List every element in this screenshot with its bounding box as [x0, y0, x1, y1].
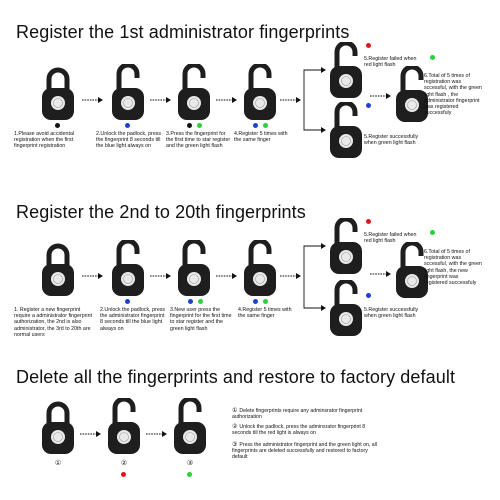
step-caption: 4.Register 5 times with the same finger	[234, 131, 288, 144]
step-marker: ①	[54, 460, 62, 467]
green-led-dot	[197, 123, 202, 128]
padlock-open-icon	[328, 218, 364, 276]
red-led-dot	[366, 43, 371, 48]
black-led-dot	[187, 123, 192, 128]
green-led-dot	[263, 123, 268, 128]
blue-led-dot	[188, 299, 193, 304]
step-caption: 1. Register a new fingerprint require a …	[14, 307, 93, 338]
red-led-dot	[121, 472, 126, 477]
padlock-closed-icon	[40, 240, 76, 298]
padlock-open-icon	[172, 398, 208, 456]
blue-led-dot	[253, 123, 258, 128]
right-arrow-icon	[150, 96, 172, 104]
right-arrow-icon	[370, 270, 392, 278]
right-arrow-icon	[82, 96, 104, 104]
black-led-dot	[55, 123, 60, 128]
right-arrow-icon	[280, 272, 302, 280]
right-arrow-icon	[80, 430, 102, 438]
step-caption: 2.Unlock the padlock, press the fingerpr…	[96, 131, 162, 150]
note-number: ①	[232, 408, 238, 414]
section-3-title: Delete all the fingerprints and restore …	[16, 367, 456, 387]
success-caption: 5.Register successfully when green light…	[364, 134, 419, 147]
step-caption: 2.Unlock the padlock, press the administ…	[100, 307, 166, 332]
step-caption: 4.Register 5 times with the same finger	[238, 307, 292, 320]
section-2-title: Register the 2nd to 20th fingerprints	[16, 202, 306, 222]
right-arrow-icon	[216, 272, 238, 280]
green-led-dot	[430, 55, 435, 60]
padlock-open-icon	[328, 42, 364, 100]
note-number: ③	[232, 442, 238, 448]
padlock-open-icon	[242, 240, 278, 298]
total-caption: 6.Total of 5 times of registration was s…	[424, 73, 482, 117]
green-led-dot	[430, 230, 435, 235]
step-marker: ③	[186, 460, 194, 467]
padlock-open-icon	[328, 280, 364, 338]
note-text: Press the administrator fingerprint and …	[232, 442, 377, 461]
right-arrow-icon	[150, 272, 172, 280]
padlock-open-icon	[242, 64, 278, 122]
padlock-open-icon	[394, 66, 430, 124]
step-caption: 1.Please avoid accidental registration w…	[14, 131, 75, 150]
right-arrow-icon	[216, 96, 238, 104]
right-arrow-icon	[146, 430, 168, 438]
red-led-dot	[366, 219, 371, 224]
blue-led-dot	[366, 103, 371, 108]
failed-caption: 5.Register failed when red light flash	[364, 56, 417, 69]
step-caption: 3.Press the fingerprint for the first ti…	[166, 131, 231, 150]
green-led-dot	[263, 299, 268, 304]
note-text: Delete fingerprints require any adminsra…	[232, 408, 363, 421]
total-caption: 6.Total of 5 times of registration was s…	[424, 249, 482, 287]
blue-led-dot	[366, 293, 371, 298]
step-caption: 3.New user press the fingerprint for the…	[170, 307, 232, 332]
right-arrow-icon	[82, 272, 104, 280]
padlock-open-icon	[110, 240, 146, 298]
blue-led-dot	[125, 123, 130, 128]
note-number: ②	[232, 424, 238, 430]
step-marker: ②	[120, 460, 128, 467]
padlock-open-icon	[176, 64, 212, 122]
green-led-dot	[198, 299, 203, 304]
padlock-open-icon	[328, 102, 364, 160]
padlock-open-icon	[106, 398, 142, 456]
note-text: Unlock the padlock, press the adminsrato…	[232, 424, 366, 437]
padlock-closed-icon	[40, 64, 76, 122]
failed-caption: 5.Register failed when red light flash	[364, 232, 417, 245]
padlock-open-icon	[110, 64, 146, 122]
section-1-title: Register the 1st administrator fingerpri…	[16, 22, 350, 42]
success-caption: 5.Register successfully when green light…	[364, 307, 419, 320]
green-led-dot	[187, 472, 192, 477]
padlock-closed-icon	[40, 398, 76, 456]
blue-led-dot	[253, 299, 258, 304]
padlock-open-icon	[176, 240, 212, 298]
right-arrow-icon	[370, 92, 392, 100]
right-arrow-icon	[280, 96, 302, 104]
padlock-open-icon	[394, 242, 430, 300]
blue-led-dot	[125, 299, 130, 304]
